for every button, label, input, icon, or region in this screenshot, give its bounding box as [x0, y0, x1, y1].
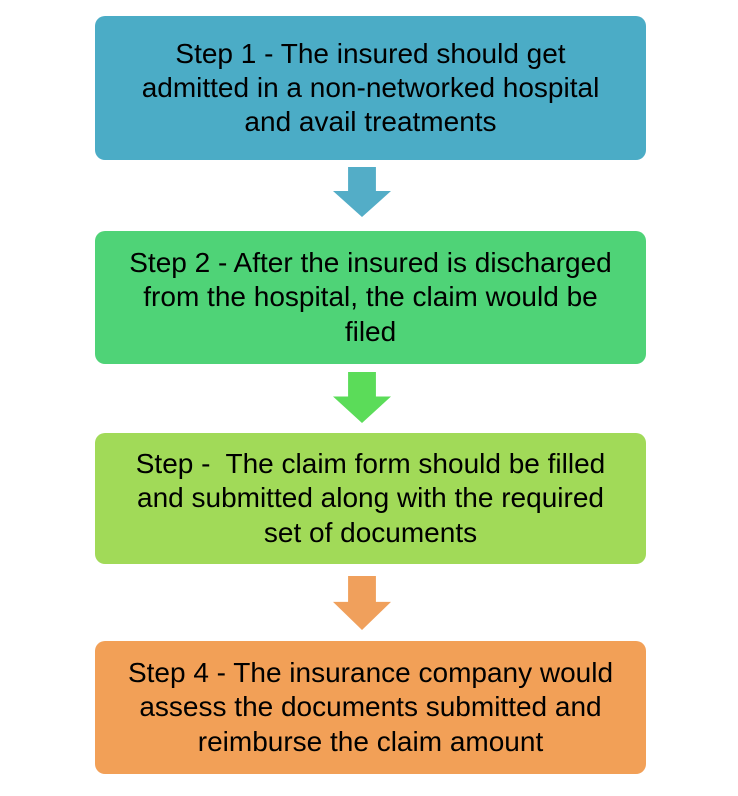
down-arrow-icon	[333, 167, 391, 217]
step-3-label: Step - The claim form should be filled a…	[135, 448, 606, 548]
step-box-2: Step 2 - After the insured is discharged…	[95, 231, 646, 364]
step-box-3: Step - The claim form should be filled a…	[95, 433, 646, 564]
step-1-label: Step 1 - The insured should get admitted…	[141, 37, 600, 138]
step-2-label: Step 2 - After the insured is discharged…	[129, 247, 612, 347]
down-arrow-icon	[333, 576, 391, 630]
step-4-label: Step 4 - The insurance company would ass…	[127, 657, 614, 757]
down-arrow-icon	[333, 372, 391, 423]
step-box-1: Step 1 - The insured should get admitted…	[95, 16, 646, 160]
step-box-4: Step 4 - The insurance company would ass…	[95, 641, 646, 774]
